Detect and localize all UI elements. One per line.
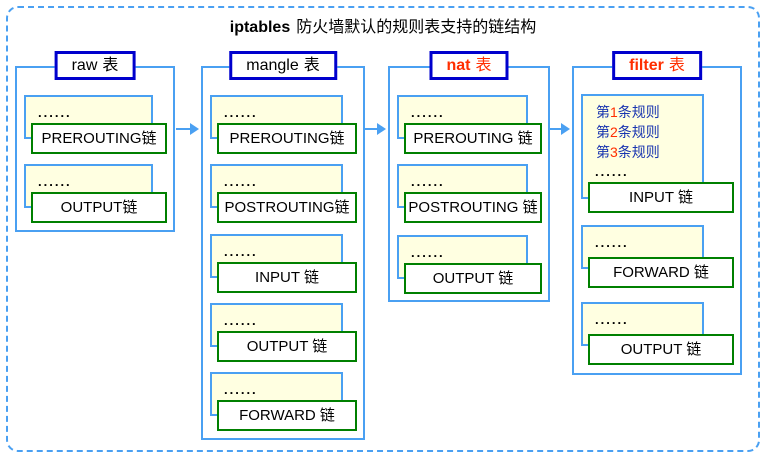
table-suffix: 表 — [475, 57, 492, 74]
ellipsis-label: ...... — [595, 235, 629, 250]
chain-item: ...... PREROUTING 链 — [390, 95, 548, 158]
chain-item: ...... POSTROUTING链 — [203, 164, 363, 227]
chain-label: OUTPUT 链 — [588, 334, 734, 365]
chain-item: ...... OUTPUT 链 — [390, 235, 548, 298]
ellipsis-label: ...... — [38, 174, 72, 189]
chain-label: POSTROUTING链 — [217, 192, 357, 223]
chain-label: PREROUTING链 — [31, 123, 167, 154]
ellipsis-label: ...... — [38, 105, 72, 120]
chain-item: ...... OUTPUT 链 — [574, 302, 740, 365]
rule-text: 条规则 — [617, 124, 660, 140]
rule-number: 1 — [610, 104, 618, 120]
ellipsis-label: ...... — [411, 245, 445, 260]
ellipsis-label: ...... — [595, 164, 629, 179]
chain-label: OUTPUT链 — [31, 192, 167, 223]
table-suffix: 表 — [668, 57, 685, 74]
ellipsis-label: ...... — [411, 174, 445, 189]
table-name: mangle — [246, 57, 299, 74]
ellipsis-label: ...... — [224, 174, 258, 189]
chain-label: PREROUTING 链 — [404, 123, 542, 154]
table-name: nat — [446, 57, 471, 74]
title-product: iptables — [229, 19, 291, 36]
diagram-title: iptables 防火墙默认的规则表支持的链结构 — [0, 13, 766, 37]
chain-item: ...... OUTPUT链 — [17, 164, 173, 227]
chain-item: 第1条规则 第2条规则 第3条规则 ...... INPUT 链 — [574, 94, 740, 214]
ellipsis-label: ...... — [224, 313, 258, 328]
ellipsis-label: ...... — [224, 382, 258, 397]
arrow-right-icon — [176, 123, 199, 135]
rule-line: 第1条规则 — [596, 102, 702, 122]
chain-label: OUTPUT 链 — [217, 331, 357, 362]
arrow-right-icon — [550, 123, 570, 135]
table-name: filter — [629, 57, 664, 74]
rule-list: 第1条规则 第2条规则 第3条规则 — [583, 96, 702, 162]
arrow-right-icon — [364, 123, 386, 135]
rule-number: 3 — [610, 144, 618, 160]
rule-text: 第 — [596, 144, 610, 160]
rule-number: 2 — [610, 124, 618, 140]
chain-item: ...... FORWARD 链 — [203, 372, 363, 435]
chain-item: ...... POSTROUTING 链 — [390, 164, 548, 227]
chain-label: INPUT 链 — [217, 262, 357, 293]
chain-item: ...... PREROUTING链 — [203, 95, 363, 158]
ellipsis-label: ...... — [224, 244, 258, 259]
rule-line: 第2条规则 — [596, 122, 702, 142]
rule-line: 第3条规则 — [596, 142, 702, 162]
rules-box: 第1条规则 第2条规则 第3条规则 ...... — [581, 94, 704, 199]
rule-text: 第 — [596, 124, 610, 140]
table-suffix: 表 — [102, 57, 119, 74]
chain-item: ...... INPUT 链 — [203, 234, 363, 297]
chain-label: FORWARD 链 — [588, 257, 734, 288]
ellipsis-label: ...... — [224, 105, 258, 120]
chain-item: ...... FORWARD 链 — [574, 225, 740, 288]
chain-label: POSTROUTING 链 — [404, 192, 542, 223]
title-text: 防火墙默认的规则表支持的链结构 — [296, 19, 537, 36]
table-suffix: 表 — [303, 57, 320, 74]
ellipsis-label: ...... — [411, 105, 445, 120]
ellipsis-label: ...... — [595, 312, 629, 327]
chain-label: INPUT 链 — [588, 182, 734, 213]
table-name: raw — [71, 57, 98, 74]
chain-label: PREROUTING链 — [217, 123, 357, 154]
rule-text: 条规则 — [617, 104, 660, 120]
chain-item: ...... PREROUTING链 — [17, 95, 173, 158]
chain-label: OUTPUT 链 — [404, 263, 542, 294]
rule-text: 第 — [596, 104, 610, 120]
rule-text: 条规则 — [617, 144, 660, 160]
chain-item: ...... OUTPUT 链 — [203, 303, 363, 366]
diagram-border — [6, 6, 760, 452]
chain-label: FORWARD 链 — [217, 400, 357, 431]
